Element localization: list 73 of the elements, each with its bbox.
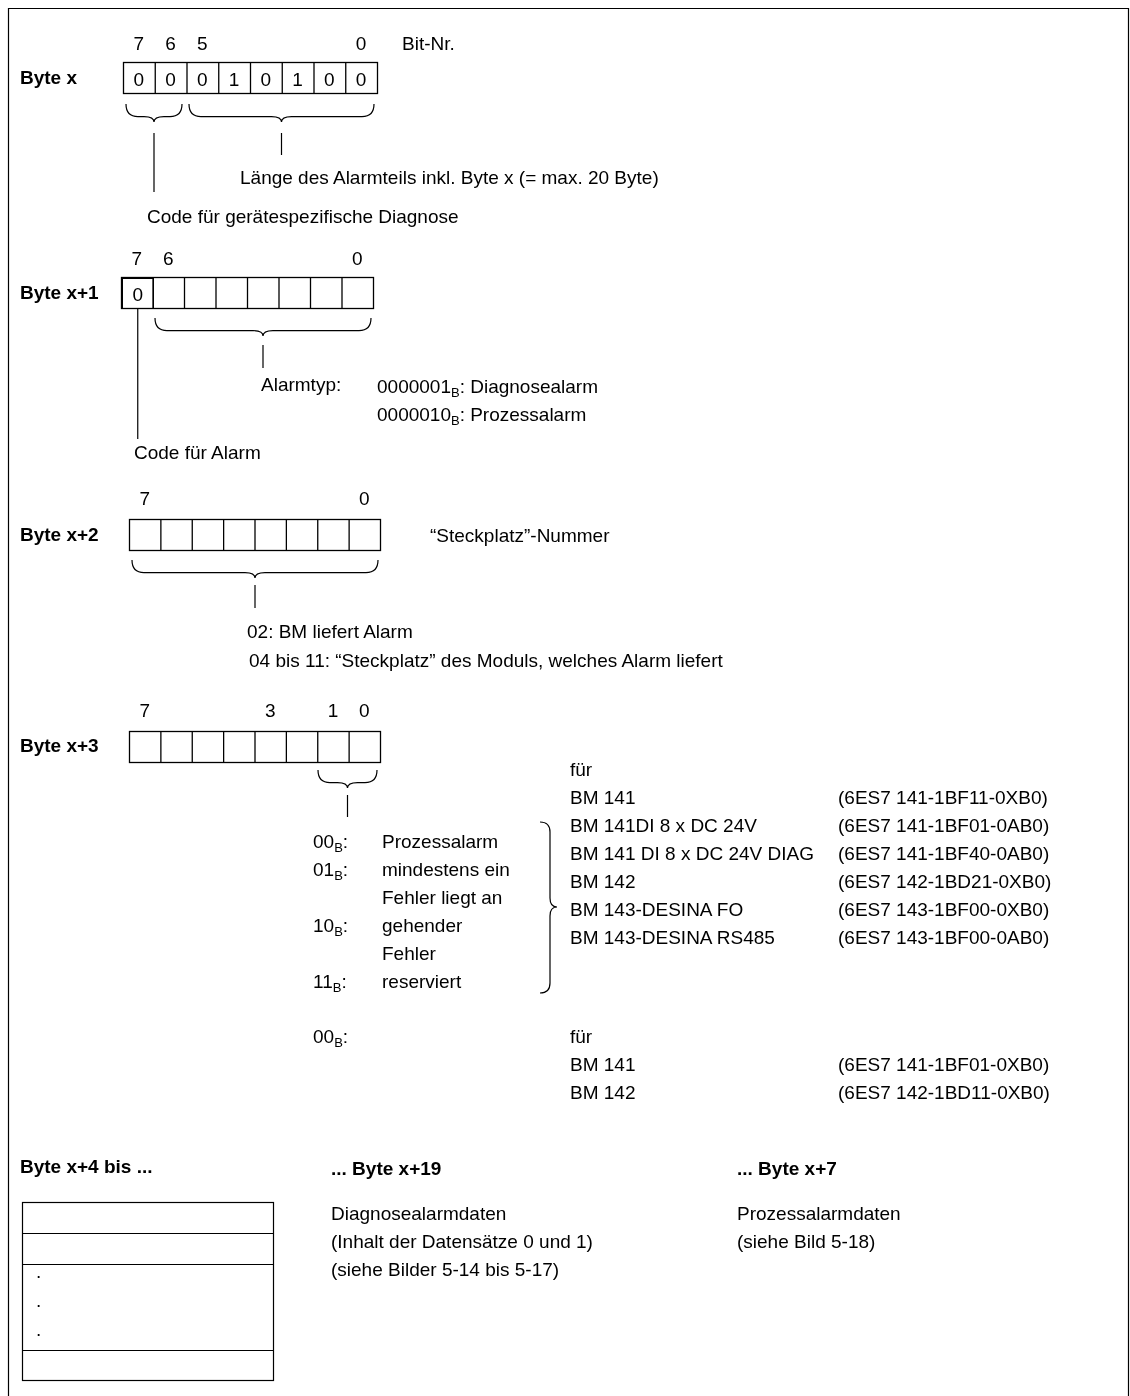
- bit-number: 0: [351, 247, 363, 271]
- description-text: Länge des Alarmteils inkl. Byte x (= max. 20 Byte): [240, 166, 659, 190]
- byte-label: Byte x+3: [20, 734, 99, 758]
- code-value: 00$_{B}$:: [313, 1025, 349, 1051]
- byte-label: Byte x+2: [20, 523, 99, 547]
- description-text: Code für Alarm: [134, 439, 261, 467]
- module-name: BM 142: [570, 1081, 636, 1105]
- bit-number: 3: [264, 699, 276, 723]
- bit-value: 0: [355, 68, 367, 92]
- bit-cell: 0: [122, 278, 154, 309]
- value-description: reserviert: [382, 970, 462, 994]
- description-text: (siehe Bild 5-18): [737, 1230, 876, 1254]
- module-name: BM 141DI 8 x DC 24V: [570, 814, 757, 838]
- bit-number: 7: [139, 699, 150, 723]
- bit-number: 6: [162, 247, 174, 271]
- bit-number: 6: [165, 32, 176, 56]
- module-name: BM 141: [570, 1053, 636, 1077]
- code-value: 11$_{B}$:: [313, 970, 347, 996]
- ellipsis-dot: .: [36, 1289, 42, 1313]
- bit-number: 7: [139, 487, 150, 511]
- byte-label: Byte x+1: [20, 281, 99, 305]
- bit-value: 1: [292, 68, 303, 92]
- bit-number: 5: [197, 32, 208, 56]
- ellipsis-dot: .: [36, 1318, 42, 1342]
- order-number: (6ES7 141-1BF01-0AB0): [838, 814, 1050, 838]
- description-text: (siehe Bilder 5-14 bis 5-17): [331, 1258, 560, 1282]
- code-value: 10$_{B}$:: [313, 914, 349, 940]
- description-text: Code für gerätespezifische Diagnose: [147, 205, 459, 229]
- bit-value: 0: [260, 68, 272, 92]
- bit-number: 0: [359, 487, 370, 511]
- bit-value: 1: [228, 68, 240, 92]
- order-number: (6ES7 141-1BF40-0AB0): [838, 842, 1050, 866]
- description-text: für: [570, 758, 593, 782]
- code-value: 01$_{B}$:: [313, 858, 349, 884]
- code-value: 00$_{B}$:: [313, 830, 349, 856]
- section-heading: ... Byte x+7: [737, 1157, 837, 1181]
- bit-value: 0: [165, 68, 176, 92]
- value-description: 0000010$_{B}$: Prozessalarm: [377, 403, 587, 429]
- byte-label: Byte x: [20, 66, 78, 90]
- order-number: (6ES7 142-1BD11-0XB0): [838, 1081, 1050, 1105]
- description-text: (Inhalt der Datensätze 0 und 1): [331, 1230, 593, 1254]
- order-number: (6ES7 143-1BF00-0XB0): [838, 898, 1050, 922]
- column-heading: Bit-Nr.: [402, 32, 455, 56]
- description-text: Diagnosealarmdaten: [331, 1202, 507, 1226]
- value-description: Prozessalarm: [382, 830, 499, 854]
- description-text: für: [570, 1025, 593, 1049]
- bit-number: 0: [355, 32, 367, 56]
- leader-line: [137, 308, 139, 440]
- module-name: BM 143-DESINA RS485: [570, 926, 775, 950]
- bit-number: 7: [133, 32, 145, 56]
- module-name: BM 141 DI 8 x DC 24V DIAG: [570, 842, 814, 866]
- bit-value: 0: [197, 68, 208, 92]
- field-name: Alarmtyp:: [261, 373, 342, 397]
- ellipsis-dot: .: [36, 1260, 42, 1284]
- description-text: “Steckplatz”-Nummer: [430, 524, 610, 548]
- bit-number: 7: [131, 247, 143, 271]
- order-number: (6ES7 142-1BD21-0XB0): [838, 870, 1052, 894]
- bit-number: 0: [359, 699, 370, 723]
- value-description: 02: BM liefert Alarm: [247, 620, 413, 644]
- module-name: BM 142: [570, 870, 636, 894]
- order-number: (6ES7 141-1BF01-0XB0): [838, 1053, 1050, 1077]
- section-heading: Byte x+4 bis ...: [20, 1155, 153, 1179]
- order-number: (6ES7 143-1BF00-0AB0): [838, 926, 1050, 950]
- bit-value: 0: [324, 68, 335, 92]
- value-description: 04 bis 11: “Steckplatz” des Moduls, welches Alarm liefert: [249, 649, 723, 673]
- bit-value: 0: [133, 68, 145, 92]
- order-number: (6ES7 141-1BF11-0XB0): [838, 786, 1048, 810]
- module-name: BM 143-DESINA FO: [570, 898, 744, 922]
- bit-number: 1: [327, 699, 339, 723]
- description-text: Prozessalarmdaten: [737, 1202, 901, 1226]
- section-heading: ... Byte x+19: [331, 1157, 442, 1181]
- value-description: 0000001$_{B}$: Diagnosealarm: [377, 375, 598, 401]
- module-name: BM 141: [570, 786, 636, 810]
